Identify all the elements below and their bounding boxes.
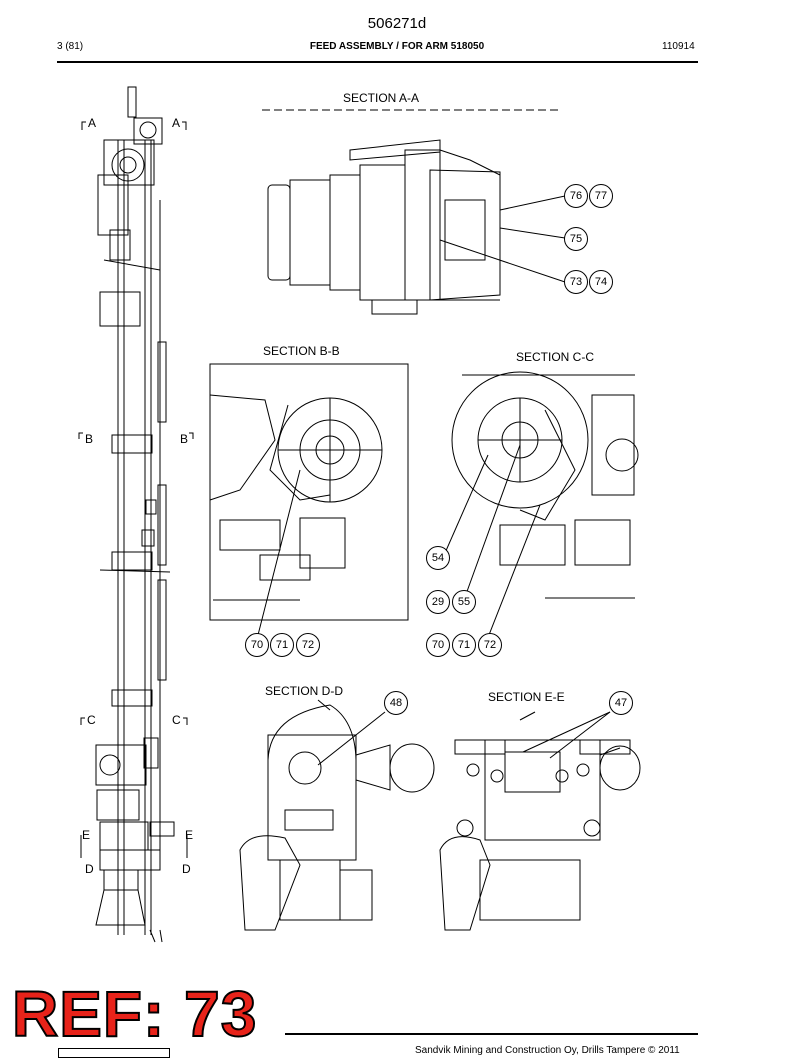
marker-e-right: E xyxy=(185,828,194,842)
document-title: FEED ASSEMBLY / FOR ARM 518050 xyxy=(309,41,485,52)
section-cc-drawing xyxy=(444,371,639,641)
company-logo xyxy=(58,1048,170,1058)
section-ee-drawing xyxy=(439,711,641,931)
marker-c-left: C xyxy=(87,713,96,727)
callout-cc-70: 70 xyxy=(426,633,450,657)
callout-cc-71: 71 xyxy=(452,633,476,657)
callout-77: 77 xyxy=(589,184,613,208)
callout-29: 29 xyxy=(426,590,450,614)
marker-b-left: B xyxy=(85,432,94,446)
section-aa-drawing xyxy=(262,109,566,315)
section-aa-title: SECTION A-A xyxy=(343,91,420,105)
callout-bb-71: 71 xyxy=(270,633,294,657)
section-dd-title: SECTION D-D xyxy=(265,684,343,698)
section-cc-title: SECTION C-C xyxy=(516,350,594,364)
marker-e-left: E xyxy=(82,828,91,842)
callout-55: 55 xyxy=(452,590,476,614)
callout-bb-72: 72 xyxy=(296,633,320,657)
callout-74: 74 xyxy=(589,270,613,294)
page-indicator: 3 (81) xyxy=(57,41,84,52)
marker-c-right: C xyxy=(172,713,181,727)
footer-copyright: Sandvik Mining and Construction Oy, Dril… xyxy=(415,1045,680,1056)
marker-a-right: A xyxy=(172,116,181,130)
callout-54: 54 xyxy=(426,546,450,570)
callout-73: 73 xyxy=(564,270,588,294)
section-bb-drawing xyxy=(209,363,409,636)
footer-rule xyxy=(285,1033,698,1035)
header-rule xyxy=(57,61,698,63)
document-number: 506271d xyxy=(367,15,427,32)
marker-a-left: A xyxy=(88,116,97,130)
callout-75: 75 xyxy=(564,227,588,251)
section-bb-title: SECTION B-B xyxy=(263,344,340,358)
marker-d-right: D xyxy=(182,862,191,876)
section-dd-drawing xyxy=(239,699,435,931)
section-ee-title: SECTION E-E xyxy=(488,690,565,704)
callout-76: 76 xyxy=(564,184,588,208)
marker-d-left: D xyxy=(85,862,94,876)
callout-bb-70: 70 xyxy=(245,633,269,657)
callout-48: 48 xyxy=(384,691,408,715)
callout-cc-72: 72 xyxy=(478,633,502,657)
callout-47: 47 xyxy=(609,691,633,715)
date-code: 110914 xyxy=(662,41,695,52)
marker-b-right: B xyxy=(180,432,189,446)
reference-stamp: REF: 73 xyxy=(11,978,258,1050)
feed-beam-drawing xyxy=(78,86,194,943)
